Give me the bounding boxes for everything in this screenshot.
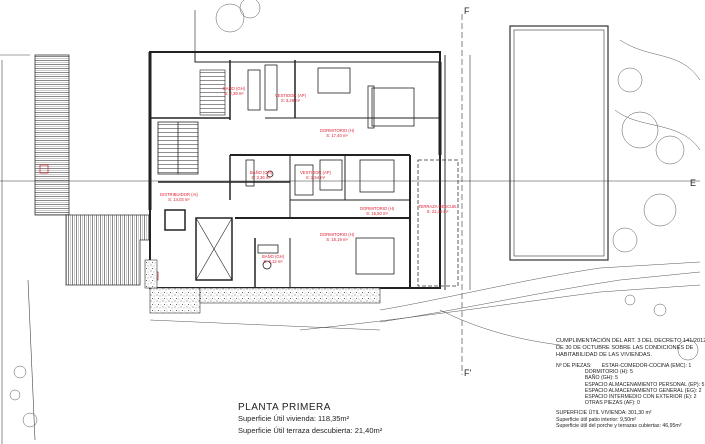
compliance-line: OTRAS PIEZAS (AF): 0: [556, 400, 640, 407]
section-mark-bottom: F': [464, 368, 472, 378]
room-label: VESTIDOR (AP)S: 2,54 m²: [300, 170, 331, 180]
compliance-total: Superficie útil del porche y terrazas cu…: [556, 422, 682, 429]
compliance-total: SUPERFICIE ÚTIL VIVIENDA: 301,30 m²: [556, 410, 652, 417]
landscape: [9, 0, 701, 428]
right-annex: [444, 25, 609, 290]
room-label: DORMITORIO (H)S: 15,50 m²: [360, 206, 395, 216]
section-lines: [0, 14, 700, 375]
room-label: DORMITORIO (H)S: 17,40 m²: [320, 128, 355, 138]
room-label: BAÑO (GH)S: 2,39 m²: [223, 86, 246, 96]
section-mark-top: F: [464, 6, 470, 16]
compliance-heading: HABITABILIDAD DE LAS VIVIENDAS.: [556, 352, 652, 358]
plot-boundary: [0, 54, 36, 444]
compliance-line: DORMITORIO (H): 5: [556, 369, 633, 376]
room-label: BAÑO (GH)S: 3,36 m²: [250, 170, 273, 180]
gravel-strips: [144, 259, 381, 314]
compliance-line: ESPACIO ALMACENAMIENTO GENERAL (EG): 2: [556, 387, 702, 394]
compliance-heading: DE 30 DE OCTUBRE SOBRE LAS CONDICIONES D…: [556, 345, 694, 351]
compliance-heading: CUMPLIMENTACIÓN DEL ART. 3 DEL DECRETO 1…: [556, 338, 705, 344]
compliance-line: ESPACIO ALMACENAMIENTO PERSONAL (EP): 5: [556, 381, 705, 388]
compliance-block: CUMPLIMENTACIÓN DEL ART. 3 DEL DECRETO 1…: [556, 338, 705, 429]
section-mark-right: E: [690, 178, 697, 188]
left-roof: [34, 54, 159, 286]
compliance-total: Superficie útil patio interior: 9,50m²: [556, 416, 637, 423]
plan-title: PLANTA PRIMERA: [238, 402, 331, 413]
superficie-vivienda: Superficie Útil vivienda: 118,35m²: [238, 414, 350, 423]
superficie-terraza: Superficie Útil terraza descubierta: 21,…: [238, 426, 383, 435]
room-label: DISTRIBUIDOR (AI)S: 14,03 m²: [160, 192, 198, 202]
compliance-line: Nº DE PIEZAS: ESTAR-COMEDOR-COCINA (EMC)…: [556, 363, 692, 369]
room-label: BAÑO (GH)S: 3,12 m²: [262, 254, 285, 264]
room-label: VESTIDOR (AP)S: 3,29 m²: [275, 93, 306, 103]
compliance-line: BAÑO (GH): 5: [556, 375, 618, 382]
furniture: [245, 64, 415, 275]
room-label: DORMITORIO (H)S: 16,19 m²: [320, 232, 355, 242]
compliance-line: ESPACIO INTERMEDIO CON EXTERIOR (E): 2: [556, 394, 697, 401]
stairs-and-lift: [157, 69, 233, 281]
terrace: [417, 159, 459, 287]
room-label: TERRAZA DESCUB.S: 21,40 m²: [418, 204, 458, 214]
